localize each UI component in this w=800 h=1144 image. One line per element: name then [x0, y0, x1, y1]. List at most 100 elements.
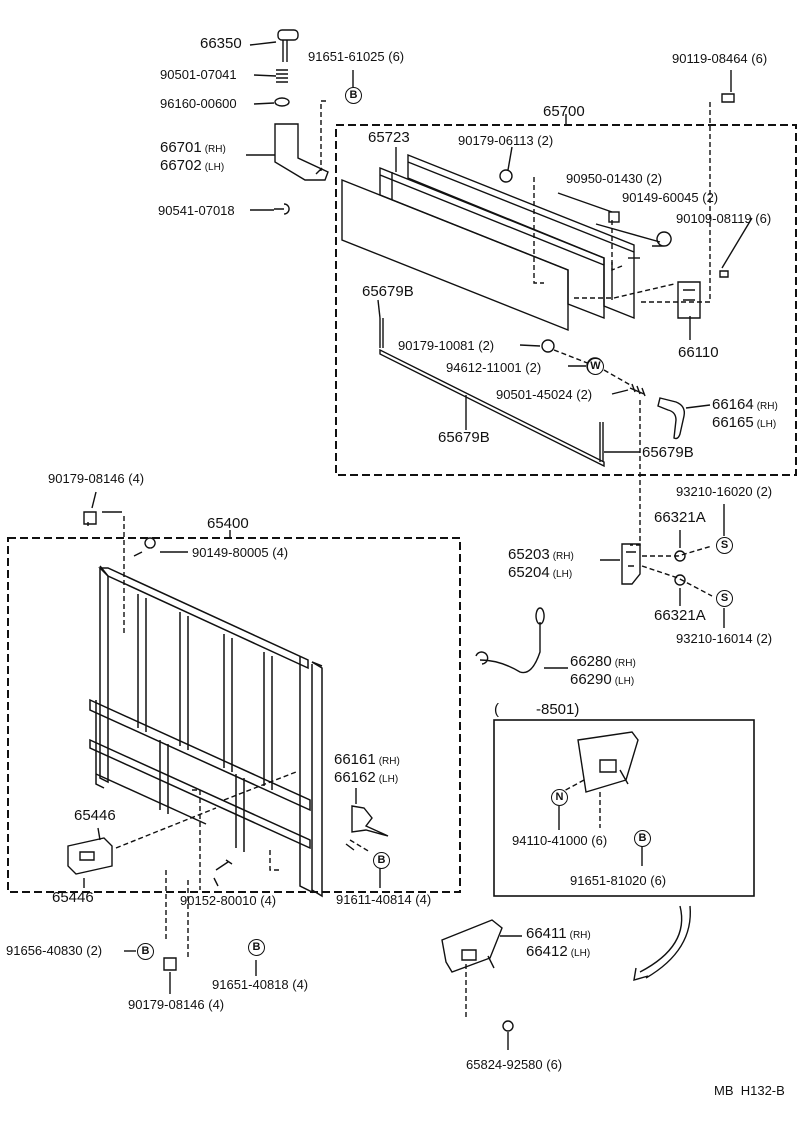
clip-icon [608, 211, 620, 223]
label-91651-40818: 91651-40818 (4) [212, 977, 309, 992]
label-90152-80010: 90152-80010 (4) [180, 893, 277, 908]
label-94110-41000: 94110-41000 (6) [512, 833, 608, 848]
pin-icon [274, 203, 290, 215]
label-66161: 66161 [334, 751, 376, 768]
label-66165: 66165 [712, 414, 754, 431]
label-94612-11001: 94612-11001 (2) [446, 360, 542, 375]
tailgate-handle [657, 397, 686, 440]
nut-bottom-icon [163, 957, 177, 971]
label-91651-81020: 91651-81020 (6) [570, 873, 667, 888]
label-66110: 66110 [678, 344, 719, 361]
label-66350: 66350 [200, 35, 242, 52]
label-90179-10081: 90179-10081 (2) [398, 338, 495, 353]
curved-arrow-icon [639, 905, 691, 979]
marker-s-top-icon: S [716, 537, 733, 554]
label-66411: 66411 [526, 925, 567, 942]
diagram-code: MB H132-B [714, 1083, 785, 1098]
rh-tag: (RH) [204, 144, 226, 155]
headboard-bracket-icon [67, 837, 113, 875]
label-90541-07018: 90541-07018 [158, 203, 235, 218]
lh-tag: (LH) [204, 162, 225, 173]
tailgate-cable [475, 607, 545, 674]
bottom-plate-icon [441, 919, 503, 973]
label-66290: 66290 [570, 671, 612, 688]
rh-tag: (RH) [552, 551, 574, 562]
nut-icon [541, 339, 555, 353]
label-66701: 66701 [160, 139, 202, 156]
label-90501-07041: 90501-07041 [160, 67, 237, 82]
marker-b-inset-icon: B [634, 830, 651, 847]
label-90109-08119: 90109-08119 (6) [676, 211, 772, 226]
bolt-90149-icon [133, 537, 156, 557]
label-65679b-top: 65679B [362, 283, 414, 300]
label-66321a-bottom: 66321A [654, 607, 706, 624]
label-90119-08464: 90119-08464 (6) [672, 51, 768, 66]
bolt-90152-icon [213, 859, 233, 887]
lever-bracket [274, 123, 329, 181]
headboard-frame [89, 565, 323, 898]
label-93210-16020: 93210-16020 (2) [676, 484, 773, 499]
label-65446-top: 65446 [74, 807, 116, 824]
label-66280: 66280 [570, 653, 612, 670]
label-66321a-top: 66321A [654, 509, 706, 526]
label-65204: 65204 [508, 564, 550, 581]
label-66411-66412: 66411(RH) 66412(LH) [526, 926, 591, 962]
label-90501-45024: 90501-45024 (2) [496, 387, 593, 402]
hinge-icon [677, 281, 701, 319]
label-90179-08146-bottom: 90179-08146 (4) [128, 997, 225, 1012]
lh-tag: (LH) [614, 676, 635, 687]
label-65446-bottom: 65446 [52, 889, 94, 906]
marker-b-icon: B [345, 87, 362, 104]
tailgate-panels [341, 153, 640, 332]
label-91651-61025: 91651-61025 (6) [308, 49, 405, 64]
inset-plate-icon [577, 731, 639, 793]
lh-tag: (LH) [570, 948, 591, 959]
label-65723: 65723 [368, 129, 410, 146]
rh-tag: (RH) [614, 658, 636, 669]
bolt-bottom-icon [502, 1020, 514, 1032]
spring-icon [276, 69, 288, 83]
lh-tag: (LH) [552, 569, 573, 580]
lh-tag: (LH) [378, 774, 399, 785]
label-66161-66162: 66161(RH) 66162(LH) [334, 752, 400, 788]
label-90179-06113: 90179-06113 (2) [458, 133, 554, 148]
screw-icon [652, 231, 672, 247]
label-65679b-right: 65679B [642, 444, 694, 461]
inset-box-outline [493, 719, 755, 897]
stud-bolt-icon [629, 383, 646, 397]
tailgate-bolt-icon [499, 169, 513, 183]
headboard-box-outline [7, 537, 461, 893]
side-latch-icon [345, 805, 389, 851]
label-66701-66702: 66701(RH) 66702(LH) [160, 140, 226, 176]
period-note-close: -8501) [536, 701, 580, 718]
nut-top-icon [83, 511, 97, 525]
label-90950-01430: 90950-01430 (2) [566, 171, 663, 186]
gasket-long-strip [379, 348, 605, 468]
label-91611-40814: 91611-40814 (4) [336, 892, 432, 907]
label-93210-16014: 93210-16014 (2) [676, 631, 773, 646]
label-96160-00600: 96160-00600 [160, 96, 237, 111]
hinge-bracket-icon [621, 543, 641, 585]
marker-b-lower-mid-icon: B [248, 939, 265, 956]
label-90149-60045: 90149-60045 (2) [622, 190, 719, 205]
label-66162: 66162 [334, 769, 376, 786]
washer-icon [274, 97, 290, 107]
marker-s-bottom-icon: S [716, 590, 733, 607]
label-91656-40830: 91656-40830 (2) [6, 943, 103, 958]
label-66702: 66702 [160, 157, 202, 174]
label-65824-92580: 65824-92580 (6) [466, 1057, 563, 1072]
marker-b-lower-left-icon: B [137, 943, 154, 960]
lever-assembly-group [246, 29, 354, 215]
label-66164-66165: 66164(RH) 66165(LH) [712, 397, 778, 433]
label-90149-80005: 90149-80005 (4) [192, 545, 289, 560]
label-65700: 65700 [543, 103, 585, 120]
rh-tag: (RH) [756, 401, 778, 412]
label-66280-66290: 66280(RH) 66290(LH) [570, 654, 636, 690]
label-65203: 65203 [508, 546, 550, 563]
lh-tag: (LH) [756, 419, 777, 430]
label-66164: 66164 [712, 396, 754, 413]
lever-knob [277, 29, 299, 41]
label-65203-65204: 65203(RH) 65204(LH) [508, 547, 574, 583]
rh-tag: (RH) [569, 930, 591, 941]
